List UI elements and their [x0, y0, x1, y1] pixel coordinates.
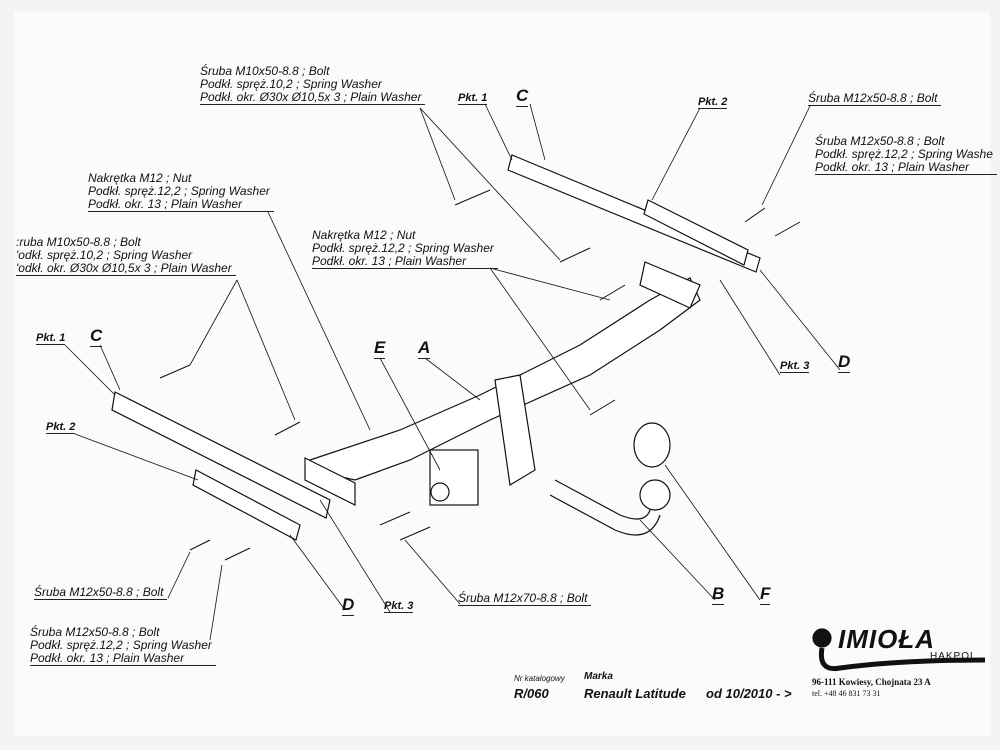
tag-pkt1-top: Pkt. 1	[458, 92, 488, 105]
tow-ball	[639, 479, 671, 511]
label-line: Podkł. spręż.12,2 ; Spring Washer	[30, 638, 212, 652]
leader-lines	[64, 103, 841, 641]
tag-pkt3-right: Pkt. 3	[780, 360, 810, 373]
part-d-bottom: D	[342, 595, 355, 616]
brand-label: Marka	[584, 671, 613, 682]
label-top-bolt-group: Śruba M10x50-8.8 ; Bolt Podkł. spręż.10,…	[200, 64, 426, 105]
label-line: Podkł. okr. 13 ; Plain Washer	[88, 197, 243, 211]
neck-b	[549, 479, 661, 536]
drawing-sheet	[14, 12, 990, 736]
tag-pkt3-bottom: Pkt. 3	[384, 600, 414, 613]
phone: tel. +48 46 831 73 31	[812, 689, 881, 698]
part-c-top: C	[516, 86, 529, 107]
plate-e	[429, 449, 479, 506]
label-bottom-bolt-m12x70: Śruba M12x70-8.8 ; Bolt	[458, 592, 592, 606]
logo-text: IMIOŁA	[838, 624, 935, 654]
label-line: Podkł. okr. Ø30x Ø10,5x 3 ; Plain Washer	[200, 90, 422, 104]
bracket-d-top	[643, 199, 749, 266]
part-a: A	[418, 338, 431, 359]
ball-cover-f	[633, 422, 671, 468]
label-right-bolt-group: Śruba M12x50-8.8 ; Bolt Podkł. spręż.12,…	[815, 135, 997, 175]
label-line: Podkł. spręż.12,2 ; Spring Washe	[815, 147, 993, 161]
part-d-right: D	[838, 352, 851, 373]
label-line: 'odkł. spręż.10,2 ; Spring Washer	[16, 248, 193, 262]
bracket-d-left	[192, 469, 301, 541]
bar-end-right	[639, 261, 701, 309]
label-line: Nakrętka M12 ; Nut	[312, 228, 416, 242]
label-line: Śruba M12x50-8.8 ; Bolt	[30, 625, 160, 639]
part-b: B	[712, 584, 725, 605]
catalog-label: Nr katalogowy	[514, 674, 565, 683]
tag-pkt1-left: Pkt. 1	[36, 332, 66, 345]
label-left-bolt-group: :ruba M10x50-8.8 ; Bolt 'odkł. spręż.10,…	[16, 236, 236, 276]
tag-pkt2-top: Pkt. 2	[698, 96, 728, 109]
label-line: Podkł. okr. 13 ; Plain Washer	[312, 254, 467, 268]
label-line: Podkł. spręż.12,2 ; Spring Washer	[88, 184, 270, 198]
part-e: E	[374, 338, 386, 359]
bracket-c-left	[111, 391, 331, 519]
label-mid-nut-group: Nakrętka M12 ; Nut Podkł. spręż.12,2 ; S…	[312, 229, 498, 269]
hanger	[494, 374, 536, 486]
label-line: Nakrętka M12 ; Nut	[88, 171, 192, 185]
label-bottom-bolt-single: Śruba M12x50-8.8 ; Bolt	[34, 586, 168, 600]
label-line: Podkł. okr. 13 ; Plain Washer	[30, 651, 185, 665]
label-line: Podkł. okr. 13 ; Plain Washer	[815, 160, 970, 174]
part-c-left: C	[90, 326, 103, 347]
label-left-nut-group: Nakrętka M12 ; Nut Podkł. spręż.12,2 ; S…	[88, 172, 274, 212]
label-line: Podkł. spręż.12,2 ; Spring Washer	[312, 241, 494, 255]
label-right-bolt-single: Śruba M12x50-8.8 ; Bolt	[808, 92, 942, 106]
logo-subtext: HAKPOL	[930, 651, 977, 662]
label-bottom-bolt-group: Śruba M12x50-8.8 ; Bolt Podkł. spręż.12,…	[30, 626, 216, 666]
tag-pkt2-left: Pkt. 2	[46, 421, 76, 434]
bar-end-left	[304, 457, 356, 506]
address: 96-111 Kowiesy, Chojnata 23 A	[812, 677, 931, 687]
bolts	[159, 189, 801, 561]
valid-from: od 10/2010 - >	[706, 686, 792, 701]
label-line: Podkł. spręż.10,2 ; Spring Washer	[200, 77, 382, 91]
label-line: Śruba M12x50-8.8 ; Bolt	[815, 134, 945, 148]
part-f: F	[760, 584, 771, 605]
brand-value: Renault Latitude	[584, 686, 686, 701]
imiola-logo-graphic	[812, 628, 986, 672]
label-line: 'odkł. okr. Ø30x Ø10,5x 3 ; Plain Washer	[16, 261, 232, 275]
label-line: Śruba M10x50-8.8 ; Bolt	[200, 64, 330, 78]
label-line: :ruba M10x50-8.8 ; Bolt	[16, 235, 141, 249]
catalog-number: R/060	[514, 686, 549, 701]
